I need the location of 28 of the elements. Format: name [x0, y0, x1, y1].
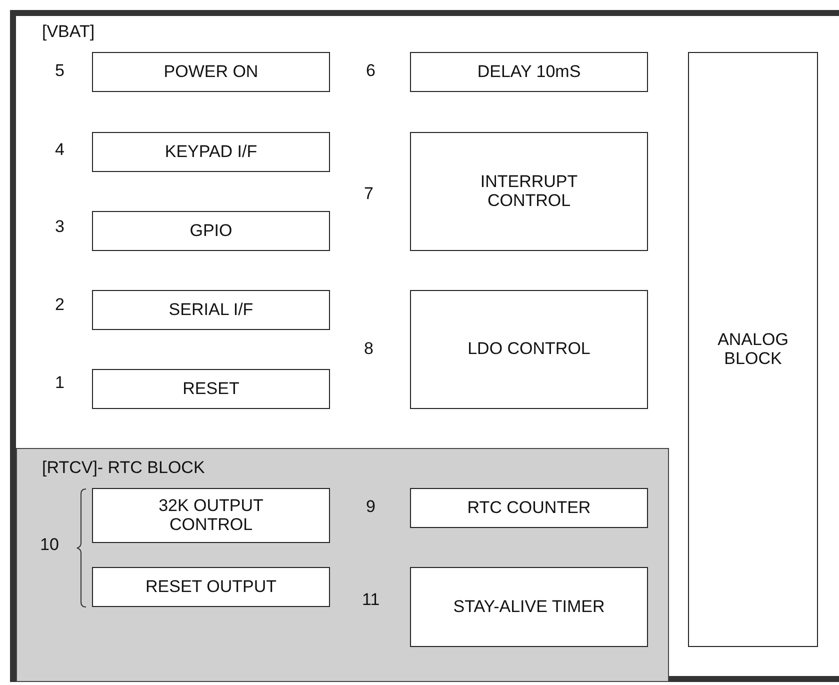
- callout-number: 8: [364, 339, 374, 359]
- callout-number: 3: [55, 217, 64, 237]
- function-block: INTERRUPT CONTROL: [410, 132, 648, 251]
- analog-block: ANALOG BLOCK: [688, 52, 818, 647]
- callout-number: 4: [55, 140, 64, 160]
- callout-number: 2: [55, 295, 64, 315]
- function-block: STAY-ALIVE TIMER: [410, 567, 648, 647]
- callout-number: 9: [366, 497, 376, 517]
- callout-number: 6: [366, 61, 376, 81]
- function-block: RTC COUNTER: [410, 488, 648, 528]
- callout-number: 1: [55, 373, 64, 393]
- function-block: KEYPAD I/F: [92, 132, 330, 172]
- function-block: SERIAL I/F: [92, 290, 330, 330]
- vbat-frame: [10, 10, 839, 682]
- callout-number: 7: [364, 184, 374, 204]
- function-block: 32K OUTPUT CONTROL: [92, 488, 330, 543]
- function-block: DELAY 10mS: [410, 52, 648, 92]
- callout-number: 11: [362, 590, 380, 610]
- function-block: POWER ON: [92, 52, 330, 92]
- function-block: LDO CONTROL: [410, 290, 648, 409]
- callout-number: 5: [55, 61, 64, 81]
- rtc-block-panel: [16, 448, 669, 682]
- function-block: RESET OUTPUT: [92, 567, 330, 607]
- block-heading: [RTCV]- RTC BLOCK: [42, 458, 205, 478]
- function-block: RESET: [92, 369, 330, 409]
- function-block: GPIO: [92, 211, 330, 251]
- callout-number: 10: [40, 535, 59, 555]
- block-heading: [VBAT]: [42, 22, 95, 42]
